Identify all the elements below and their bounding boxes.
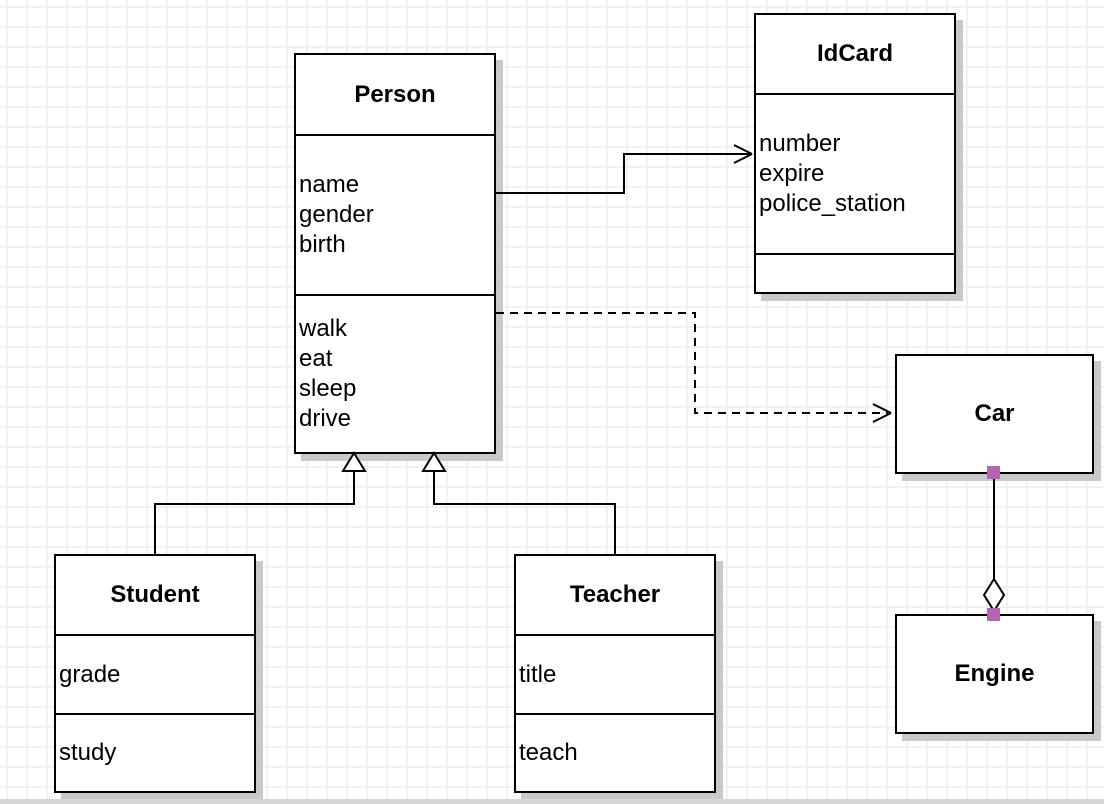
attributes-student: grade bbox=[56, 636, 254, 715]
method: study bbox=[59, 739, 117, 766]
attribute: birth bbox=[299, 231, 346, 258]
hollow-diamond-icon bbox=[982, 577, 1006, 613]
class-box-car[interactable]: Car bbox=[895, 354, 1094, 474]
methods-idcard bbox=[756, 255, 954, 292]
method: walk bbox=[299, 315, 348, 342]
attribute: number bbox=[759, 130, 841, 157]
class-title-engine: Engine bbox=[954, 660, 1035, 687]
connector-student-person[interactable] bbox=[154, 451, 367, 554]
methods-student: study bbox=[56, 715, 254, 791]
hollow-triangle-icon bbox=[341, 451, 367, 472]
attribute: police_station bbox=[759, 190, 906, 217]
method: sleep bbox=[299, 375, 357, 402]
methods-teacher: teach bbox=[516, 715, 714, 791]
connector-teacher-person[interactable] bbox=[421, 451, 616, 554]
canvas-bottom-edge bbox=[0, 799, 1104, 804]
attribute: name bbox=[299, 171, 360, 198]
methods-person: walk eat sleep drive bbox=[296, 296, 494, 452]
attribute: title bbox=[519, 660, 557, 688]
open-arrowhead-icon bbox=[733, 144, 753, 164]
connector-person-car[interactable] bbox=[496, 312, 892, 423]
class-title-car: Car bbox=[974, 400, 1015, 427]
class-box-engine[interactable]: Engine bbox=[895, 614, 1094, 734]
class-title-idcard: IdCard bbox=[756, 15, 954, 95]
class-box-teacher[interactable]: Teacher title teach bbox=[514, 554, 716, 793]
attributes-idcard: number expire police_station bbox=[756, 95, 954, 255]
connector-person-idcard[interactable] bbox=[496, 144, 753, 194]
class-box-person[interactable]: Person name gender birth walk eat sleep … bbox=[294, 53, 496, 454]
class-box-idcard[interactable]: IdCard number expire police_station bbox=[754, 13, 956, 294]
attribute: gender bbox=[299, 201, 374, 228]
class-title-teacher: Teacher bbox=[516, 556, 714, 636]
class-title-person: Person bbox=[296, 55, 494, 136]
class-box-student[interactable]: Student grade study bbox=[54, 554, 256, 793]
class-title-student: Student bbox=[56, 556, 254, 636]
attributes-person: name gender birth bbox=[296, 136, 494, 296]
open-arrowhead-icon bbox=[872, 403, 892, 423]
attribute: expire bbox=[759, 160, 825, 187]
attribute: grade bbox=[59, 660, 121, 688]
hollow-triangle-icon bbox=[421, 451, 447, 472]
connector-car-engine[interactable] bbox=[982, 466, 1006, 621]
method: drive bbox=[299, 405, 352, 432]
endpoint-handle[interactable] bbox=[987, 608, 1000, 621]
method: teach bbox=[519, 739, 578, 766]
method: eat bbox=[299, 345, 333, 372]
attributes-teacher: title bbox=[516, 636, 714, 715]
endpoint-handle[interactable] bbox=[987, 466, 1000, 479]
